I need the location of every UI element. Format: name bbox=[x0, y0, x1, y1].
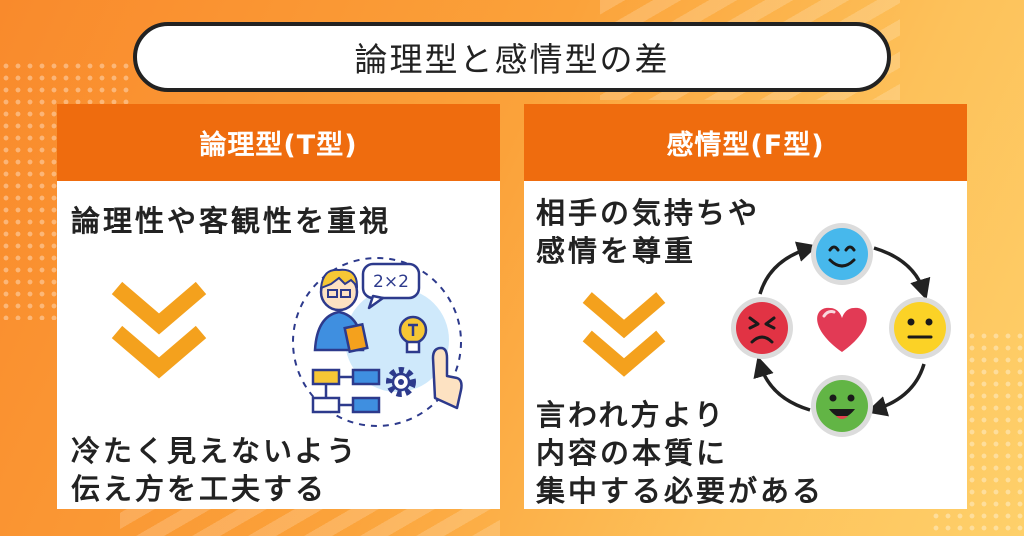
svg-text:2×2: 2×2 bbox=[373, 272, 409, 292]
logical-type-header: 論理型(T型) bbox=[57, 104, 500, 181]
feeling-type-panel: 感情型(F型) 相手の気持ちや 感情を尊重 bbox=[524, 104, 967, 509]
smiling-face-icon bbox=[811, 223, 873, 285]
double-chevron-down-icon bbox=[582, 292, 666, 377]
feeling-top-line1: 相手の気持ちや bbox=[536, 196, 761, 230]
page-title: 論理型と感情型の差 bbox=[133, 22, 891, 92]
thinking-person-illustration: 2×2 bbox=[292, 257, 463, 427]
happy-face-icon bbox=[811, 375, 873, 437]
bg-stripes-bottom bbox=[120, 505, 500, 536]
gear-icon bbox=[386, 367, 416, 397]
logical-type-panel: 論理型(T型) 論理性や客観性を重視 2×2 bbox=[57, 104, 500, 509]
angry-face-icon bbox=[731, 297, 793, 359]
feeling-advice-line3: 集中する必要がある bbox=[536, 474, 825, 508]
person-figure bbox=[313, 268, 369, 354]
logical-advice-line2: 伝え方を工夫する bbox=[71, 472, 328, 506]
feeling-top-line2: 感情を尊重 bbox=[536, 234, 697, 268]
flowchart-icon bbox=[311, 368, 381, 414]
heart-icon bbox=[817, 307, 867, 352]
logical-advice-line1: 冷たく見えないよう bbox=[71, 434, 359, 468]
speech-bubble: 2×2 bbox=[361, 262, 421, 310]
feeling-advice-line2: 内容の本質に bbox=[536, 436, 729, 470]
double-chevron-down-icon bbox=[111, 281, 207, 379]
feeling-type-header: 感情型(F型) bbox=[524, 104, 967, 181]
emotion-cycle-illustration bbox=[731, 223, 951, 437]
neutral-face-icon bbox=[889, 297, 951, 359]
lightbulb-icon bbox=[398, 315, 428, 354]
feeling-advice-line1: 言われ方より bbox=[536, 398, 726, 432]
logical-headline: 論理性や客観性を重視 bbox=[71, 204, 392, 238]
pointing-hand-icon bbox=[431, 346, 463, 410]
